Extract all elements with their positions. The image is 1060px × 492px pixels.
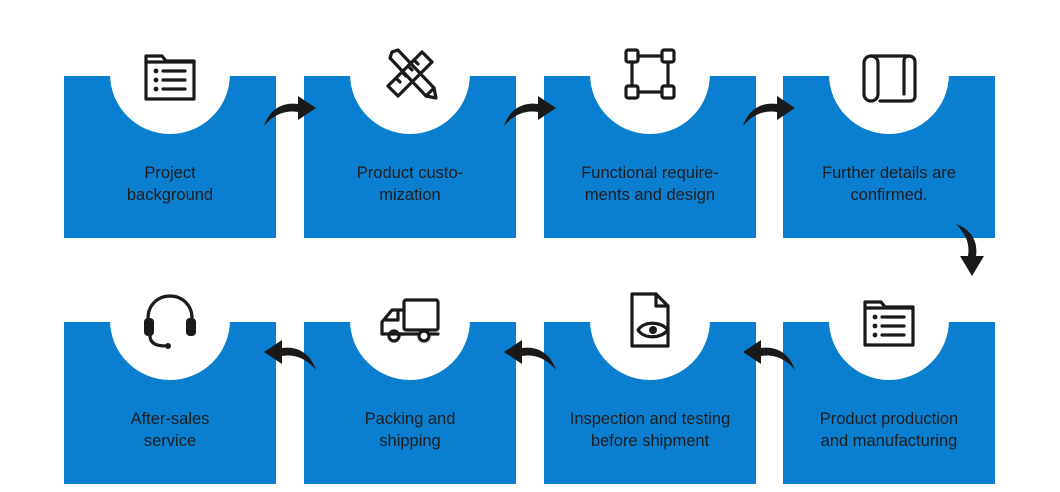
step-label: Inspection and testing before shipment — [544, 408, 756, 452]
step-label-line: and manufacturing — [820, 432, 958, 450]
step-label-line: Packing and — [364, 410, 456, 428]
folder-list-icon — [144, 54, 196, 101]
step-label-line: service — [143, 432, 197, 450]
vector-square-icon — [624, 48, 676, 100]
curved-arrow-down-icon — [956, 224, 984, 276]
curved-arrow-left-icon — [264, 340, 316, 370]
curved-arrow-right-icon — [504, 96, 556, 126]
step-label: Product custo- mization — [304, 162, 516, 206]
step-after-sales: After-sales service — [64, 260, 276, 484]
step-label-line: Inspection and testing — [569, 410, 731, 428]
step-inspection-testing: Inspection and testing before shipment — [544, 260, 756, 484]
step-label-line: background — [126, 186, 214, 204]
step-packing-shipping: Packing and shipping — [304, 260, 516, 484]
step-icon-circle — [110, 260, 230, 380]
step-label-line: Functional require- — [581, 164, 719, 182]
step-label-line: before shipment — [590, 432, 710, 450]
curved-arrow-right-icon — [743, 96, 795, 126]
step-project-background: Project background — [64, 14, 276, 238]
document-eye-icon — [630, 292, 670, 348]
step-icon-circle — [350, 14, 470, 134]
step-product-customization: Product custo- mization — [304, 14, 516, 238]
step-label: Functional require- ments and design — [544, 162, 756, 206]
curved-arrow-right-icon — [264, 96, 316, 126]
step-icon-circle — [110, 14, 230, 134]
scroll-icon — [862, 54, 917, 103]
step-product-production: Product production and manufacturing — [783, 260, 995, 484]
step-label: After-sales service — [64, 408, 276, 452]
headset-icon — [144, 294, 196, 349]
step-icon-circle — [829, 14, 949, 134]
step-label-line: After-sales — [130, 410, 210, 428]
step-label-line: Product custo- — [356, 164, 464, 182]
step-label-line: Project — [144, 164, 196, 182]
curved-arrow-left-icon — [504, 340, 556, 370]
step-label: Further details are confirmed. — [783, 162, 995, 206]
step-label-line: Product production — [819, 410, 959, 428]
step-further-details: Further details are confirmed. — [783, 14, 995, 238]
ruler-pencil-icon — [386, 48, 438, 100]
step-functional-requirements: Functional require- ments and design — [544, 14, 756, 238]
step-icon-circle — [590, 14, 710, 134]
step-icon-circle — [590, 260, 710, 380]
step-icon-circle — [829, 260, 949, 380]
folder-list-icon — [863, 300, 915, 347]
step-label-line: ments and design — [584, 186, 716, 204]
step-icon-circle — [350, 260, 470, 380]
step-label-line: confirmed. — [850, 186, 928, 204]
step-label: Project background — [64, 162, 276, 206]
step-label-line: shipping — [379, 432, 441, 450]
step-label: Product production and manufacturing — [783, 408, 995, 452]
truck-icon — [380, 298, 440, 343]
curved-arrow-left-icon — [743, 340, 795, 370]
step-label-line: mization — [379, 186, 441, 204]
step-label: Packing and shipping — [304, 408, 516, 452]
step-label-line: Further details are — [822, 164, 956, 182]
